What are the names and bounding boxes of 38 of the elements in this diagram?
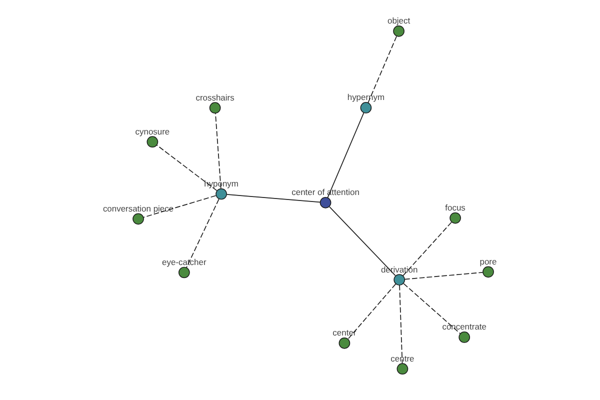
connector xyxy=(215,112,222,189)
node-circle xyxy=(450,212,461,224)
node-circle xyxy=(178,266,190,278)
node-circle xyxy=(338,337,350,349)
node-circle xyxy=(393,26,404,37)
node-circle xyxy=(360,102,372,114)
node-label: hyponym xyxy=(204,178,238,188)
node-label: pore xyxy=(480,256,497,266)
node-circle xyxy=(320,196,332,208)
connector xyxy=(403,283,461,334)
connector xyxy=(348,284,396,340)
connector xyxy=(186,198,220,268)
connector xyxy=(156,144,218,191)
node-circle xyxy=(216,188,227,200)
node-label: focus xyxy=(445,202,466,213)
node-circle xyxy=(146,136,158,148)
connector xyxy=(143,195,216,218)
connector xyxy=(404,272,484,280)
node-circle xyxy=(458,332,470,343)
node-label: concentrate xyxy=(442,322,486,332)
node-label: object xyxy=(387,16,410,26)
node-label: center xyxy=(332,328,356,338)
node-label: hypernym xyxy=(347,92,385,102)
node-circle xyxy=(132,213,144,225)
connector xyxy=(368,36,397,104)
node-circle xyxy=(396,363,408,374)
node-label: conversation piece xyxy=(102,203,174,214)
connector xyxy=(327,112,364,198)
connector xyxy=(226,194,321,203)
node-circle xyxy=(209,102,221,114)
node-label: centre xyxy=(390,353,414,364)
connector xyxy=(399,284,403,364)
node-label: cynosure xyxy=(135,126,170,136)
node-circle xyxy=(394,274,406,286)
connector xyxy=(402,222,452,276)
node-label: crosshairs xyxy=(196,92,234,102)
connector xyxy=(329,206,396,276)
node-circle xyxy=(482,266,494,278)
